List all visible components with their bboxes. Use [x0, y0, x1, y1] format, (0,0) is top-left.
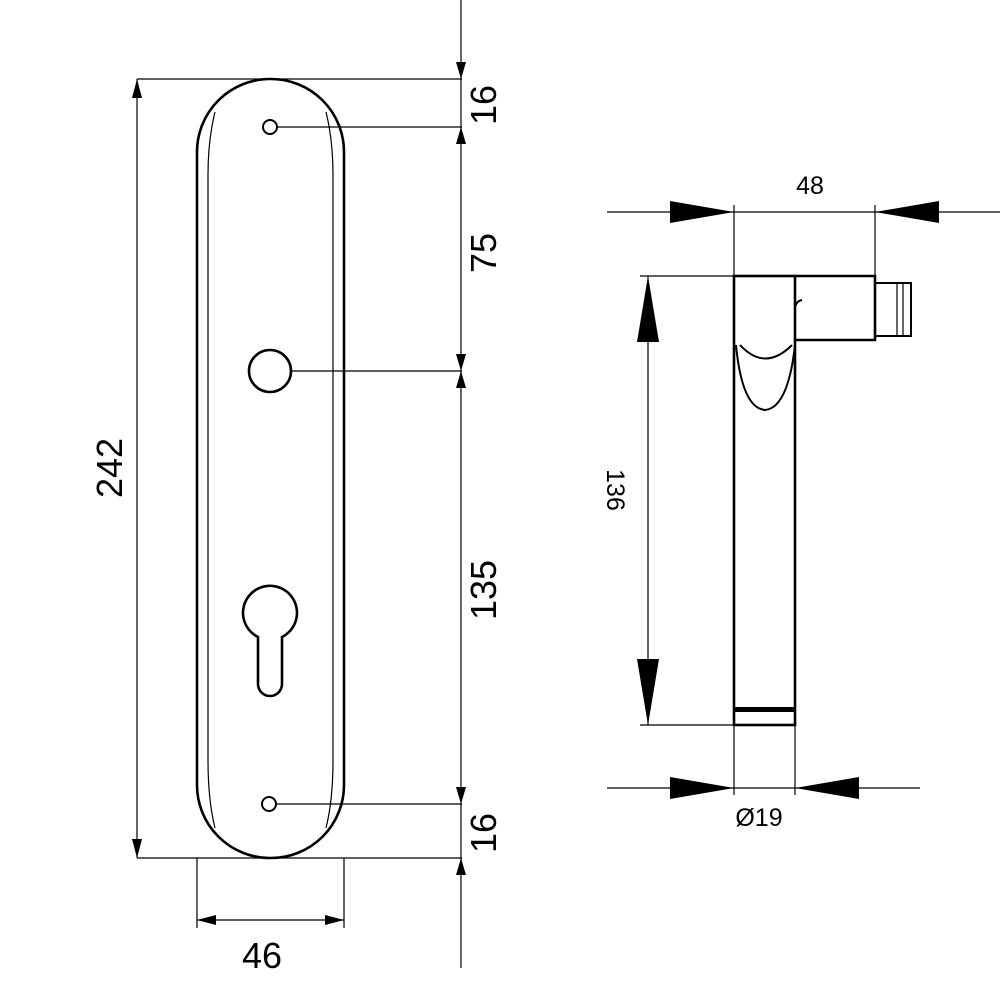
backplate-bevel-right [325, 111, 334, 829]
dim-upper-distance: 75 [463, 233, 504, 273]
dim-lower-distance: 135 [463, 560, 504, 620]
backplate-outline [195, 77, 346, 860]
dim-side-height: 136 [601, 469, 629, 511]
front-view: 242 16 75 135 16 46 [89, 0, 504, 976]
plate-bottom-band [734, 707, 795, 712]
side-view: 48 136 Ø19 [601, 172, 1000, 832]
rose-curve-outer [735, 344, 796, 412]
dim-bottom-offset: 16 [463, 813, 504, 853]
spindle-hole [247, 348, 293, 394]
bottom-screw-hole [261, 796, 277, 812]
top-screw-hole [262, 119, 278, 135]
rose-curve-inner [739, 344, 793, 360]
dim-plate-width: 46 [242, 935, 282, 976]
handle-stub [874, 282, 912, 337]
backplate-bevel-left [207, 111, 216, 829]
dim-diameter: Ø19 [735, 804, 782, 832]
rose-hook [794, 299, 803, 340]
dim-handle-depth: 48 [796, 172, 824, 200]
plate-profile [732, 274, 797, 727]
handle-arm [795, 274, 877, 342]
dim-total-height: 242 [89, 438, 130, 498]
dim-top-offset: 16 [463, 85, 504, 125]
cylinder-keyhole [241, 584, 299, 698]
